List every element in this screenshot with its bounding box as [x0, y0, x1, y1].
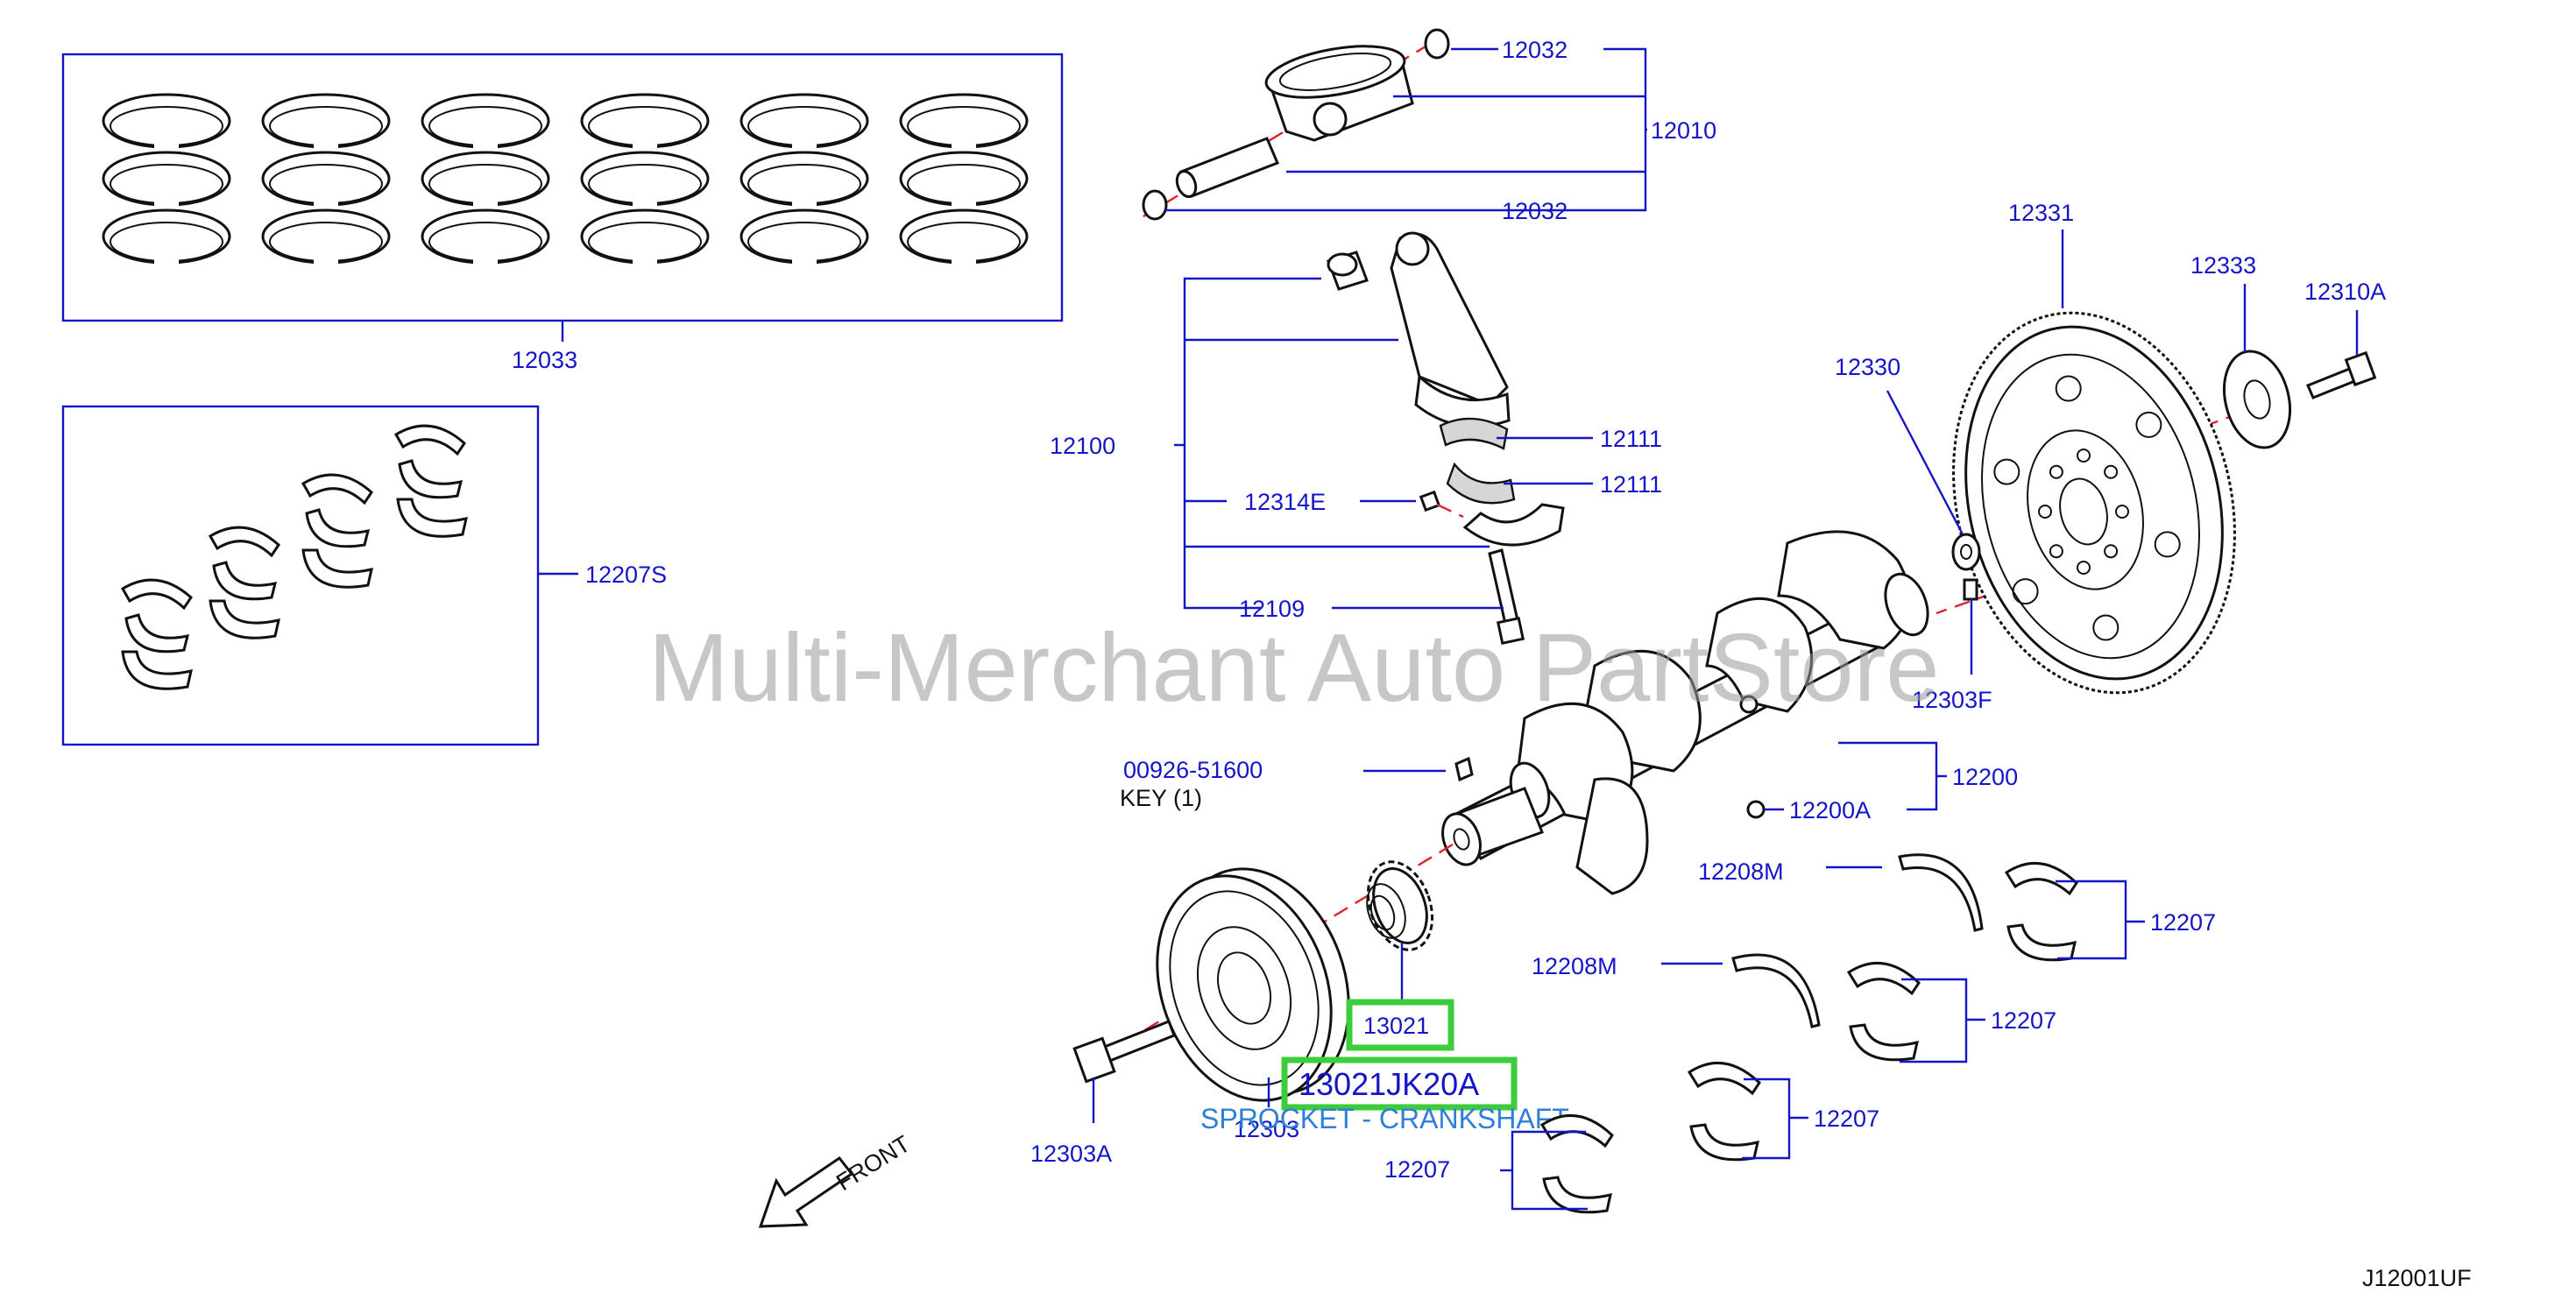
crank-oil-hole: [1739, 695, 1759, 714]
flywheel[interactable]: [1914, 283, 2273, 723]
label-00926-51600[interactable]: 00926-51600: [1123, 757, 1263, 783]
snap-ring-bottom: [1142, 189, 1168, 221]
rod-bearing-lower: [1446, 462, 1516, 505]
label-12033[interactable]: 12033: [512, 347, 577, 373]
label-12314E[interactable]: 12314E: [1244, 489, 1326, 515]
bearing-shell: [301, 548, 373, 589]
main-bearing-shells[interactable]: [1539, 861, 2078, 1214]
crankshaft-pulley[interactable]: [1128, 844, 1379, 1125]
piston-ring: [261, 151, 391, 208]
piston-ring: [102, 208, 231, 266]
label-key: KEY (1): [1120, 785, 1202, 811]
label-12207-c[interactable]: 12207: [1814, 1106, 1879, 1132]
crankshaft[interactable]: [1436, 530, 1936, 895]
piston-assembly[interactable]: [1138, 28, 1450, 221]
piston-ring: [580, 93, 710, 151]
bearing-shells: [120, 424, 468, 690]
piston-ring: [899, 208, 1029, 266]
bearing-shell: [121, 650, 193, 690]
flywheel-plate[interactable]: [2215, 344, 2300, 455]
rod-cap: [1462, 503, 1565, 547]
bearing-shell: [120, 578, 193, 654]
pilot-bearing[interactable]: [1951, 533, 1981, 571]
label-12207-d[interactable]: 12207: [1384, 1156, 1450, 1183]
piston-ring: [740, 151, 869, 208]
label-12303A[interactable]: 12303A: [1030, 1141, 1112, 1167]
label-12109[interactable]: 12109: [1239, 596, 1305, 622]
highlight-part-name: SPROCKET - CRANKSHAFT: [1200, 1103, 1569, 1134]
piston-crown: [1264, 45, 1406, 99]
piston-ring: [740, 208, 869, 266]
bearing-shell: [301, 473, 373, 548]
flywheel-holes: [1993, 375, 2181, 641]
crank-key[interactable]: [1454, 756, 1474, 782]
label-12303F[interactable]: 12303F: [1912, 687, 1992, 713]
piston-ring: [580, 208, 710, 266]
watermark: Multi-Merchant Auto PartStore: [648, 614, 1939, 722]
piston-ring: [421, 151, 550, 208]
label-12310A[interactable]: 12310A: [2304, 279, 2386, 305]
label-12331[interactable]: 12331: [2008, 200, 2074, 226]
pulley-bolt[interactable]: [1072, 1020, 1176, 1084]
flywheel-bolt[interactable]: [2306, 350, 2377, 399]
piston-ring: [261, 93, 391, 151]
piston-ring-sets: [102, 93, 1029, 266]
bearing-shell: [393, 424, 466, 499]
connecting-rod-assembly[interactable]: [1327, 231, 1565, 646]
piston-ring: [899, 93, 1029, 151]
label-12333[interactable]: 12333: [2190, 252, 2256, 279]
label-12330[interactable]: 12330: [1835, 354, 1900, 380]
bearing-shell: [209, 599, 280, 639]
bearing-set-frame: [61, 405, 540, 746]
highlight-box-part-number: [1281, 1056, 1518, 1111]
main-bearing: [2004, 861, 2078, 962]
label-12303[interactable]: 12303: [1234, 1116, 1299, 1142]
label-12010[interactable]: 12010: [1651, 117, 1716, 144]
crankshaft-sprocket[interactable]: [1356, 853, 1443, 959]
piston-ring: [740, 93, 869, 151]
bearing-set-group[interactable]: [61, 405, 540, 746]
label-12100[interactable]: 12100: [1050, 433, 1115, 459]
piston-ring: [899, 151, 1029, 208]
thrust-washer-lower[interactable]: [1731, 953, 1821, 1028]
piston-rings-group[interactable]: [61, 53, 1064, 322]
label-12032-top[interactable]: 12032: [1502, 37, 1568, 63]
highlight-part-number[interactable]: 13021JK20A: [1299, 1066, 1479, 1102]
main-bearing: [1687, 1061, 1761, 1162]
figure-code: J12001UF: [2362, 1265, 2472, 1291]
main-bearing: [1539, 1113, 1614, 1214]
main-bearing: [1846, 961, 1921, 1062]
label-12032-bottom[interactable]: 12032: [1502, 198, 1568, 224]
highlight-box-13021: [1346, 999, 1454, 1051]
piston-ring: [102, 93, 231, 151]
piston-ring: [580, 151, 710, 208]
crank-plug[interactable]: [1746, 800, 1766, 819]
piston-pin: [1175, 137, 1279, 199]
piston-ring: [421, 208, 550, 266]
label-13021[interactable]: 13021: [1363, 1013, 1429, 1039]
piston-ring: [421, 93, 550, 151]
label-12111-a[interactable]: 12111: [1600, 426, 1662, 452]
piston-ring: [261, 208, 391, 266]
flywheel-dowel[interactable]: [1963, 578, 1978, 601]
label-12207-b[interactable]: 12207: [1991, 1007, 2056, 1034]
rod-bolt: [1488, 548, 1525, 646]
label-12208M-b[interactable]: 12208M: [1532, 953, 1617, 979]
label-12200A[interactable]: 12200A: [1789, 797, 1871, 823]
front-arrow: [758, 1155, 854, 1228]
thrust-washer-upper[interactable]: [1898, 853, 1984, 932]
label-12207S[interactable]: 12207S: [585, 562, 667, 588]
rod-bushing: [1327, 251, 1369, 291]
label-12207-a[interactable]: 12207: [2150, 909, 2216, 936]
piston-ring: [102, 151, 231, 208]
bearing-shell: [396, 498, 468, 538]
snap-ring-top: [1424, 28, 1450, 60]
rod-nut: [1419, 490, 1441, 512]
label-12200[interactable]: 12200: [1952, 764, 2018, 790]
label-12111-b[interactable]: 12111: [1600, 471, 1662, 498]
label-12208M-a[interactable]: 12208M: [1698, 858, 1784, 885]
bearing-shell: [208, 526, 280, 601]
